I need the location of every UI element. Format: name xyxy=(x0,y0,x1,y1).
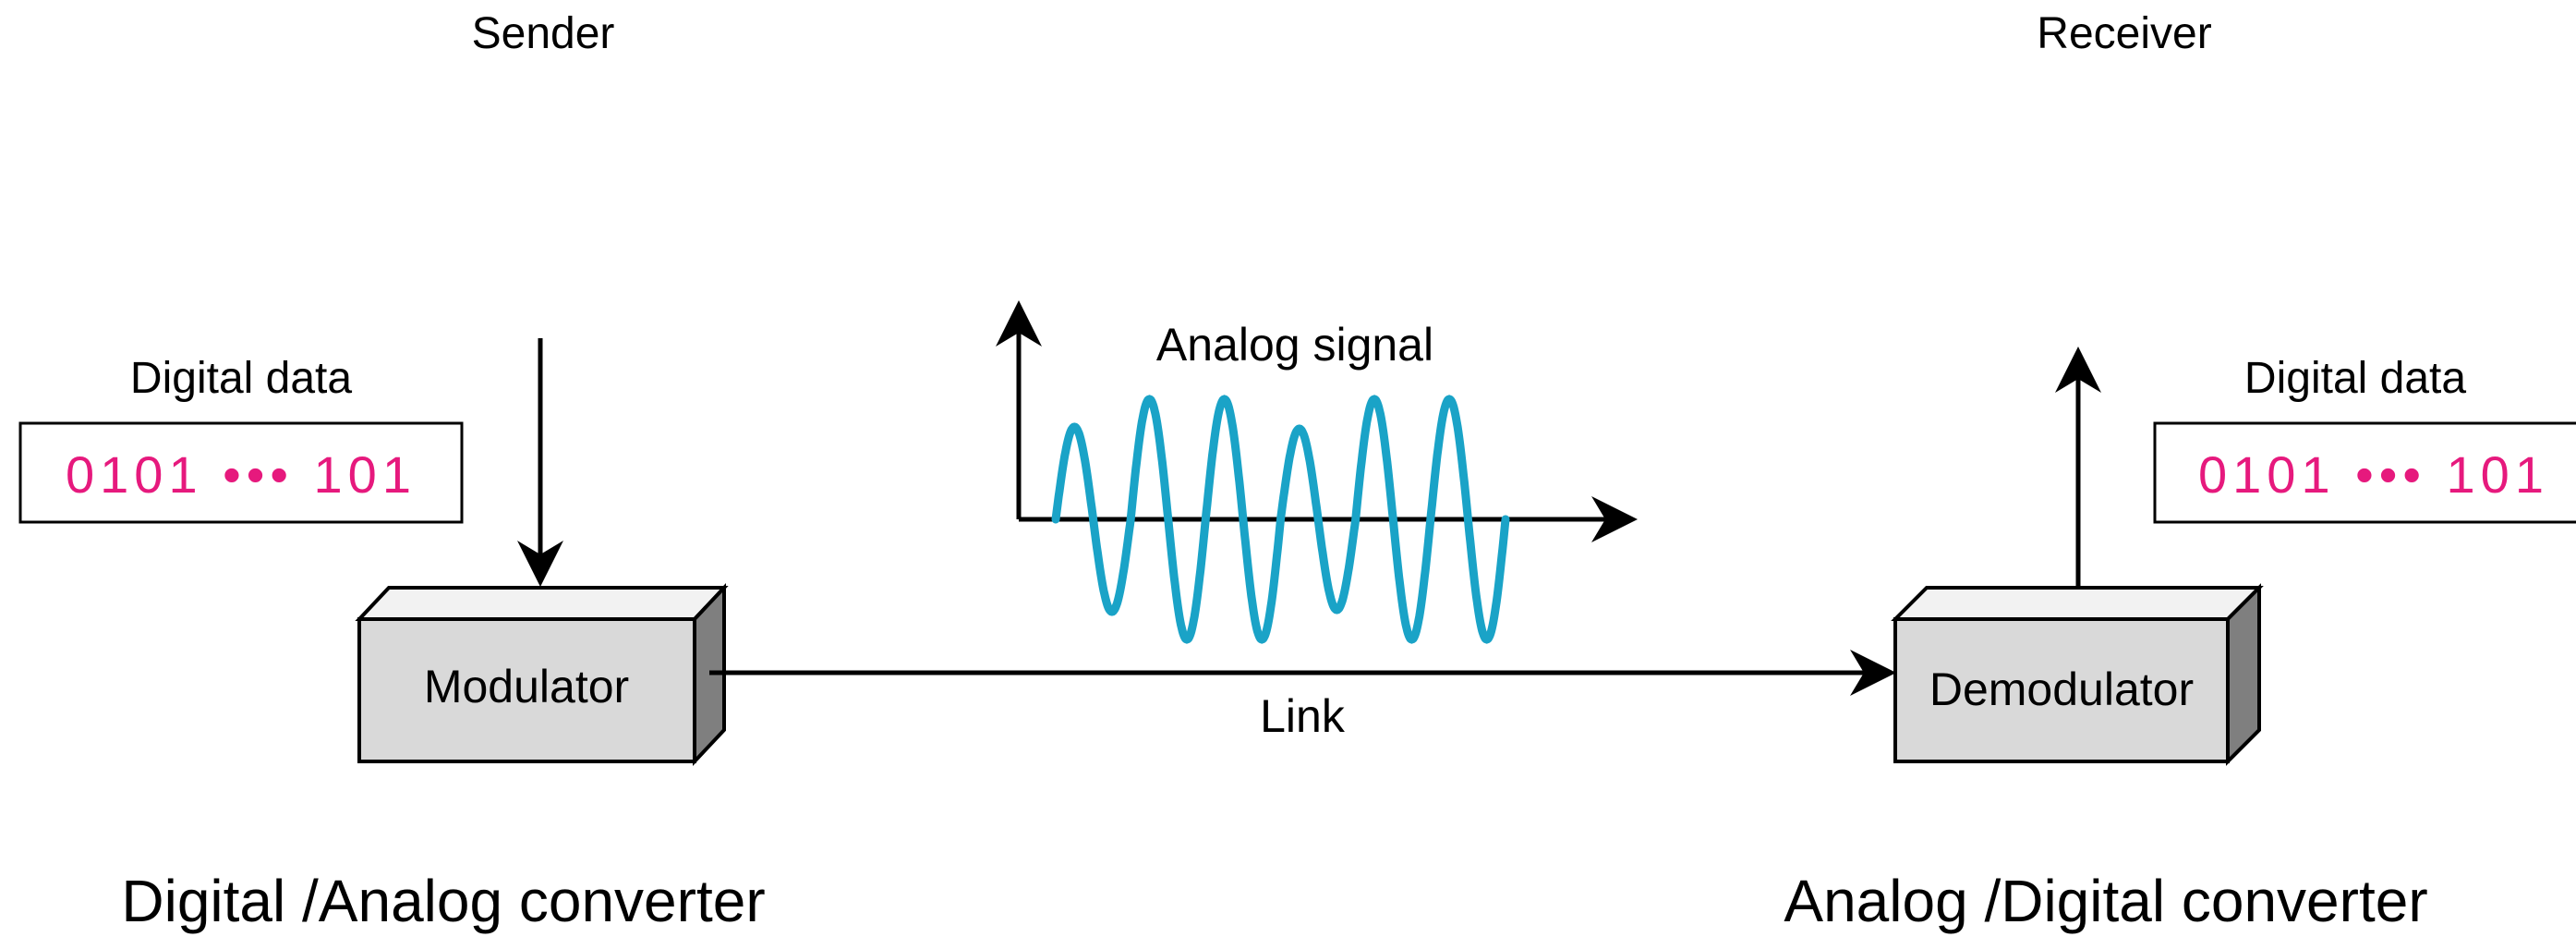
analog-signal-wave xyxy=(1051,395,1510,644)
demodulator-box xyxy=(1891,583,2264,766)
modulator-box xyxy=(355,582,729,767)
sender-bits: 0101 ••• 101 xyxy=(66,445,417,504)
digital-analog-converter-caption: Digital /Analog converter xyxy=(121,868,765,934)
sender-label: Sender xyxy=(472,9,615,58)
receiver-data-box xyxy=(2153,421,2576,524)
receiver-digital-data-label: Digital data xyxy=(2244,354,2466,403)
analog-signal-label: Analog signal xyxy=(1156,319,1433,371)
analog-digital-converter-caption: Analog /Digital converter xyxy=(1784,868,2427,934)
modulator-label: Modulator xyxy=(424,661,629,712)
sender-data-box xyxy=(18,421,464,524)
sender-digital-data-label: Digital data xyxy=(130,354,352,403)
demodulator-label: Demodulator xyxy=(1929,663,2194,715)
link-label: Link xyxy=(1260,690,1346,742)
receiver-label: Receiver xyxy=(2037,9,2211,58)
receiver-bits: 0101 ••• 101 xyxy=(2198,445,2549,504)
